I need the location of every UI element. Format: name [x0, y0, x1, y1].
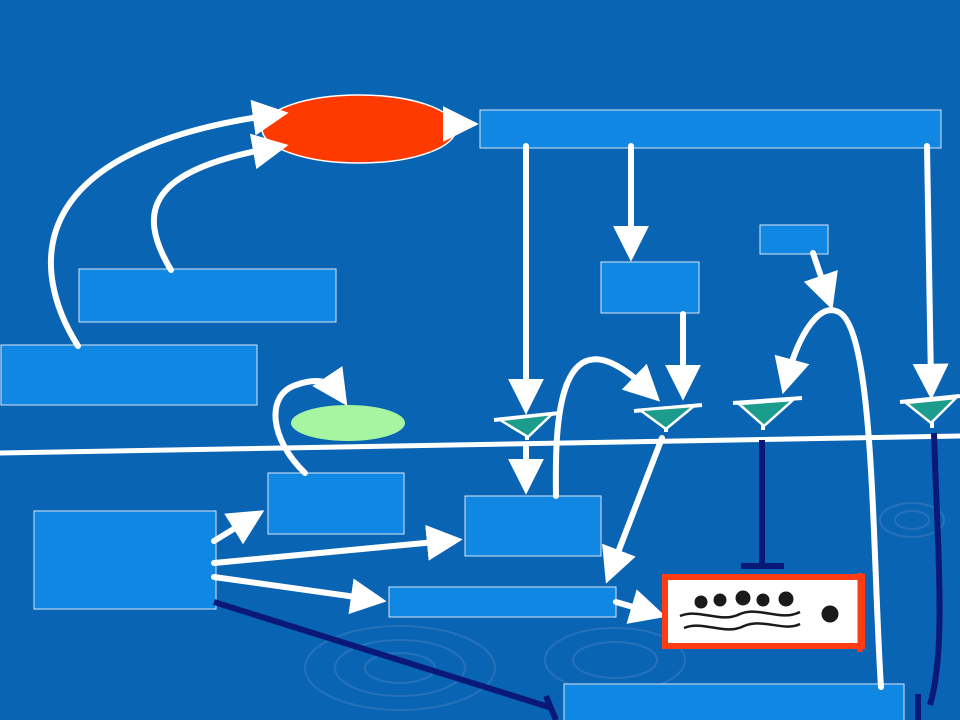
arrow-top-box-to-receptor-4 [912, 143, 949, 400]
left-lower-box [0, 344, 258, 406]
inner-center-box [464, 495, 602, 557]
top-long-box [479, 109, 942, 149]
inhibit-receptor-3-to-gene-box [741, 440, 784, 569]
small-top-right-box [759, 224, 829, 255]
arrow-loop-to-receptor-3 [774, 307, 884, 690]
activation-arrows [47, 99, 949, 690]
receptor-1 [493, 411, 561, 440]
left-upper-box [78, 268, 337, 323]
receptor-2 [633, 403, 703, 432]
gene-cluster-box [662, 573, 865, 652]
inner-thin-box [388, 586, 617, 618]
bottom-box [563, 683, 905, 720]
middle-square-box [600, 261, 700, 314]
arrow-center-box-loop-to-receptor-2 [552, 356, 661, 499]
inhibit-receptor-4-to-bottom-box [927, 432, 943, 706]
chromosome-clusters-icon [679, 590, 839, 631]
arrow-thin-box-to-gene-box [613, 589, 667, 624]
arrow-left-upper-to-red-oval [150, 133, 289, 273]
receptor-4 [899, 394, 960, 428]
arrow-inner-left-to-center-box [211, 524, 463, 566]
arrow-inner-small-box-loop-to-green-oval [272, 366, 348, 476]
cell-membrane-line [0, 433, 960, 456]
arrow-receptor-2-to-thin-box [602, 435, 665, 584]
arrow-small-box-down [803, 250, 838, 310]
arrow-inner-left-to-thin-box [211, 574, 387, 615]
inhibit-inner-left-to-bottom-box [213, 599, 559, 720]
arrow-inner-left-to-small-box [211, 510, 265, 545]
arrow-left-lower-to-red-oval [47, 99, 289, 349]
inner-left-box [33, 510, 217, 610]
green-oval [291, 405, 405, 441]
receptor-3 [732, 396, 803, 430]
red-oval [261, 94, 457, 164]
inner-small-box [267, 472, 405, 535]
inhibition-lines [213, 432, 943, 720]
